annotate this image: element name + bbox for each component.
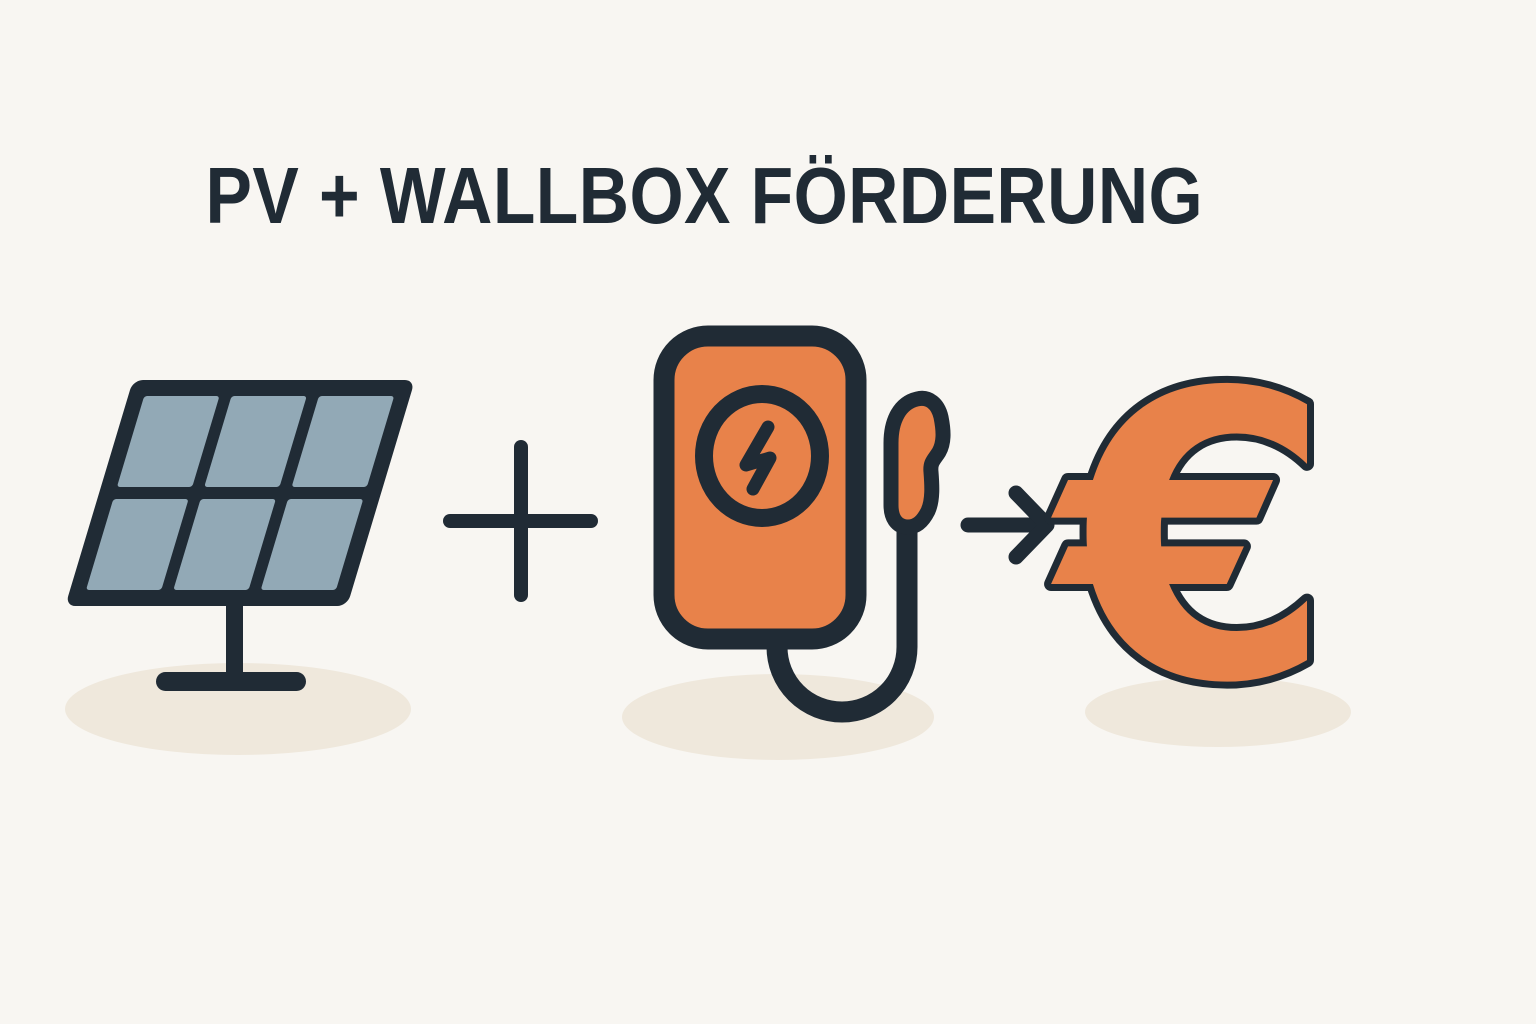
- panel-cell: [174, 499, 276, 590]
- panel-pole: [226, 590, 243, 680]
- wallbox-icon: [622, 325, 951, 760]
- wallbox-shadow: [622, 674, 934, 760]
- euro-symbol: €: [1046, 310, 1333, 770]
- plus-icon: [443, 440, 598, 602]
- panel-cell: [86, 499, 188, 590]
- solar-panel-shadow: [65, 663, 411, 755]
- page-title: PV + WALLBOX FÖRDERUNG: [0, 156, 1472, 236]
- charging-cable: [766, 511, 918, 723]
- solar-panel-icon: [65, 380, 413, 755]
- page-title-text: PV + WALLBOX FÖRDERUNG: [205, 151, 1203, 240]
- panel-cell: [204, 396, 307, 487]
- panel-cell: [292, 396, 394, 487]
- panel-grid: [67, 380, 413, 606]
- euro-icon: €: [1039, 303, 1351, 777]
- lightning-bolt-icon: [739, 420, 777, 496]
- panel-base: [156, 672, 306, 691]
- panel-cell: [261, 499, 363, 590]
- power-circle: [695, 385, 829, 527]
- panel-cell: [117, 396, 219, 487]
- arrow-head: [1008, 485, 1055, 565]
- charging-plug-icon: [883, 390, 951, 535]
- arrow-right-icon: [960, 485, 1055, 565]
- euro-shadow: [1085, 677, 1351, 747]
